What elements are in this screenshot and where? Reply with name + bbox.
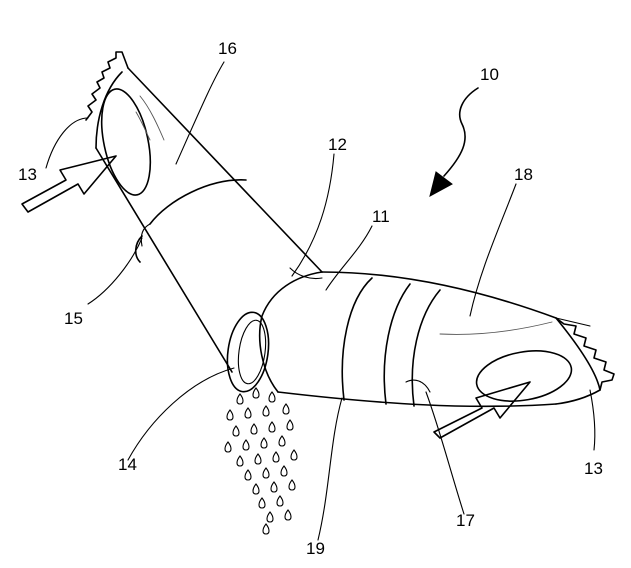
lower-packet-tear-edge [555, 317, 591, 327]
droplet [250, 423, 258, 435]
droplet [258, 497, 266, 509]
droplet [260, 437, 268, 449]
upper-insertion-arrow [21, 155, 117, 213]
droplet [226, 409, 234, 421]
upper-packet-band-ring [140, 223, 151, 247]
droplet [276, 495, 284, 507]
upper-packet-band-top [149, 179, 247, 225]
lower-packet [226, 271, 615, 408]
droplet [290, 449, 298, 461]
droplet [236, 393, 244, 405]
droplet [224, 441, 232, 453]
label-13-left: 13 [18, 165, 37, 184]
label-12: 12 [328, 135, 347, 154]
label-11: 11 [372, 207, 390, 226]
leader-19 [317, 397, 343, 541]
label-13-right: 13 [584, 459, 603, 478]
droplet [266, 511, 274, 523]
upper-packet-crease [139, 95, 165, 141]
droplet [262, 405, 270, 417]
leader-11 [325, 225, 373, 291]
label-17: 17 [456, 511, 475, 530]
lower-packet-band-2 [383, 283, 411, 405]
reference-arrowhead-10 [429, 171, 453, 197]
leader-13-right [589, 389, 596, 451]
droplet [268, 391, 276, 403]
droplet [270, 481, 278, 493]
droplet [262, 523, 270, 535]
lower-packet-top-edge [321, 271, 557, 319]
leader-13-left [45, 117, 89, 169]
lower-packet-serrated-tear [555, 317, 615, 391]
droplet [286, 419, 294, 431]
upper-packet [85, 51, 323, 373]
label-16: 16 [218, 39, 237, 58]
poured-contents [224, 387, 298, 535]
lower-packet-opening [475, 350, 573, 402]
label-15: 15 [64, 309, 83, 328]
lower-packet-bottom-edge [277, 391, 557, 408]
label-10: 10 [480, 65, 499, 84]
droplet [236, 455, 244, 467]
leader-18 [469, 183, 517, 317]
droplet [244, 469, 252, 481]
lower-packet-crease [439, 321, 553, 335]
droplet [282, 403, 290, 415]
upper-packet-end [95, 71, 123, 149]
label-18: 18 [514, 165, 533, 184]
lower-packet-left-end [258, 271, 323, 393]
droplet [252, 387, 260, 399]
upper-packet-bottom-edge [95, 147, 233, 373]
droplet [244, 407, 252, 419]
droplet [254, 453, 262, 465]
droplet [252, 483, 260, 495]
upper-packet-opening [100, 88, 152, 196]
upper-packet-top-edge [127, 67, 323, 273]
leader-17 [425, 391, 465, 515]
lower-packet-right-end [555, 317, 601, 405]
arrows [21, 87, 531, 439]
droplet [284, 509, 292, 521]
label-14: 14 [118, 455, 137, 474]
upper-packet-serrated-tear [85, 51, 129, 121]
lower-insertion-arrow [433, 381, 531, 439]
lower-packet-spout-rim [226, 311, 270, 393]
lower-packet-band-3-inner [405, 379, 431, 393]
droplet [242, 439, 250, 451]
lower-packet-band-1 [341, 277, 373, 401]
leader-lines [45, 61, 596, 541]
upper-packet-crease-2 [135, 111, 151, 141]
leader-16 [175, 61, 225, 165]
droplet [272, 451, 280, 463]
label-19: 19 [306, 539, 325, 558]
droplet [278, 435, 286, 447]
leader-14 [127, 367, 235, 461]
reference-arrow-10 [443, 87, 479, 177]
droplet [280, 465, 288, 477]
droplet [232, 425, 240, 437]
droplet [288, 479, 296, 491]
droplet [268, 421, 276, 433]
leader-15 [87, 237, 143, 305]
lower-packet-band-3 [411, 289, 441, 407]
droplet [262, 467, 270, 479]
lower-packet-spout-inner [237, 319, 267, 385]
reference-numerals: 10 16 13 12 18 11 15 14 13 17 19 [18, 39, 603, 558]
leader-12 [291, 153, 335, 277]
